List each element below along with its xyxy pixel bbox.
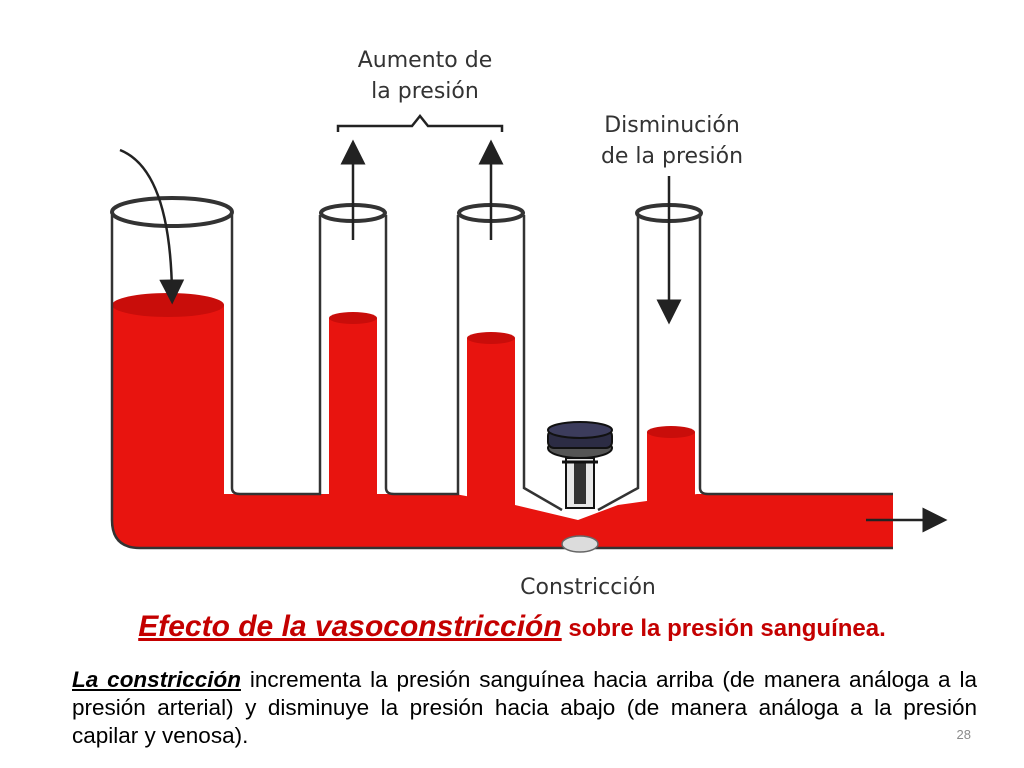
arrows bbox=[119, 113, 948, 533]
tube1-blood-surface bbox=[329, 312, 377, 324]
reservoir-blood-column bbox=[112, 305, 224, 520]
page-number: 28 bbox=[956, 727, 971, 742]
horizontal-tube-blood bbox=[112, 494, 893, 548]
tube3-blood-column bbox=[647, 432, 695, 502]
label-decrease-line2: de la presión bbox=[601, 144, 743, 169]
tube1-tube2-wall bbox=[384, 215, 460, 496]
tube2-right-wall bbox=[522, 215, 563, 512]
reservoir-rim bbox=[110, 196, 234, 228]
constriction-bump bbox=[561, 535, 599, 553]
caption-body-emphasis: La constricción bbox=[72, 667, 241, 692]
tube2-blood-column bbox=[467, 338, 515, 508]
clamp-icon bbox=[547, 421, 613, 553]
inflow-arrow-icon bbox=[119, 148, 185, 305]
tube1-blood-column bbox=[329, 318, 377, 508]
caption-body: La constricción incrementa la presión sa… bbox=[72, 666, 977, 750]
increase-bracket bbox=[336, 113, 504, 132]
caption-body-text: incrementa la presión sanguínea hacia ar… bbox=[72, 667, 977, 748]
label-increase-line1: Aumento de bbox=[358, 48, 492, 73]
reservoir-outer-wall bbox=[110, 215, 893, 550]
tube3-left-wall bbox=[597, 215, 640, 512]
tube3-blood-surface bbox=[647, 426, 695, 438]
label-decrease-line1: Disminución bbox=[604, 113, 740, 138]
tube2-blood-surface bbox=[467, 332, 515, 344]
tube3-right-wall bbox=[698, 215, 893, 496]
caption-title-rest: sobre la presión sanguínea. bbox=[561, 615, 886, 642]
label-increase-line2: la presión bbox=[371, 79, 479, 104]
vasoconstriction-diagram: Aumento de la presión Disminución de la … bbox=[110, 48, 948, 600]
caption-title: Efecto de la vasoconstricción sobre la p… bbox=[60, 610, 964, 644]
label-constriction: Constricción bbox=[520, 575, 656, 600]
caption-title-emphasis: Efecto de la vasoconstricción bbox=[138, 610, 562, 643]
reservoir-tube1-wall bbox=[230, 215, 322, 496]
blood-fill bbox=[112, 293, 893, 548]
reservoir-blood-surface bbox=[112, 293, 224, 317]
